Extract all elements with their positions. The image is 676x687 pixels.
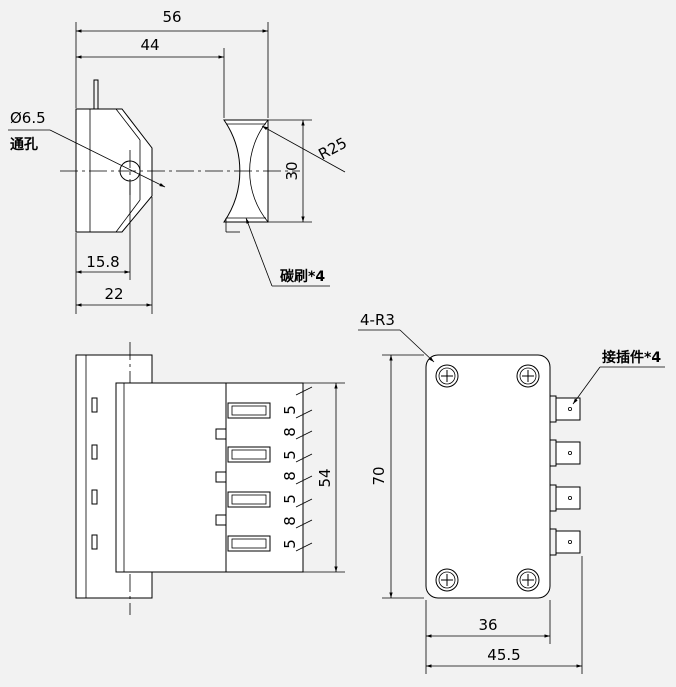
- label-through-hole: 通孔: [10, 137, 38, 153]
- label-connector: 接插件*4: [602, 349, 661, 366]
- dim-54: 54: [316, 468, 334, 487]
- top-view-body: [75, 108, 153, 233]
- dim-slot-4: 5: [281, 539, 299, 549]
- dim-15-8: 15.8: [86, 253, 119, 271]
- dim-44: 44: [140, 36, 159, 54]
- dim-corner-radius: 4-R3: [360, 311, 395, 329]
- brush-slot: [227, 446, 271, 463]
- dim-36: 36: [478, 616, 497, 634]
- brush-slot: [227, 491, 271, 508]
- dim-slot-3: 5: [281, 494, 299, 504]
- dim-22: 22: [104, 285, 123, 303]
- dim-45-5: 45.5: [487, 646, 520, 664]
- screw-icon: [435, 568, 459, 592]
- dim-gap-1: 8: [281, 427, 299, 437]
- top-view: 56 44 Ø6.5 通孔 R25 30 碳刷*4 15.8 22: [8, 8, 350, 314]
- connector-terminal: [549, 439, 581, 467]
- connector-terminal: [549, 528, 581, 556]
- side-view-body: [115, 382, 227, 573]
- brush-slot: [227, 535, 271, 552]
- screw-icon: [516, 364, 540, 388]
- plate-view: 4-R3 接插件*4 70 36 45.5: [358, 311, 665, 674]
- side-view: 5 8 5 8 5 8 5 54: [75, 342, 345, 615]
- dim-r25: R25: [315, 134, 350, 164]
- dim-slot-2: 5: [281, 450, 299, 460]
- dim-gap-3: 8: [281, 516, 299, 526]
- connector-terminal: [549, 484, 581, 512]
- dim-70: 70: [370, 466, 388, 485]
- screw-icon: [516, 568, 540, 592]
- plate: [425, 354, 551, 599]
- dim-56: 56: [162, 8, 181, 26]
- dim-hole-diameter: Ø6.5: [10, 109, 46, 127]
- brush-slot: [227, 402, 271, 419]
- label-carbon-brush: 碳刷*4: [280, 268, 325, 285]
- dim-slot-1: 5: [281, 405, 299, 415]
- dim-30: 30: [283, 161, 301, 180]
- dim-gap-2: 8: [281, 471, 299, 481]
- screw-icon: [435, 364, 459, 388]
